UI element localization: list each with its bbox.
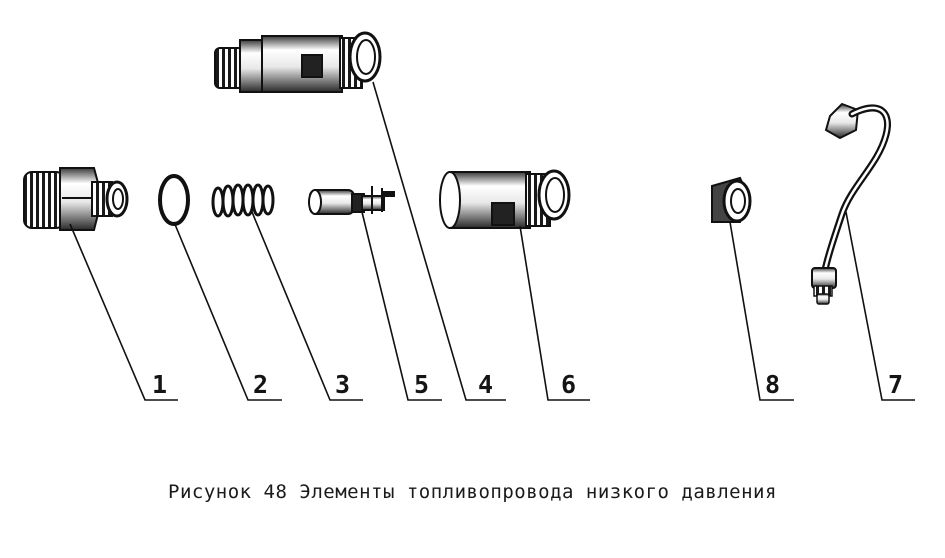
leader-2 — [173, 221, 282, 401]
leader-6 — [519, 225, 590, 401]
part-1-fitting — [23, 167, 129, 231]
part-3-spring — [211, 183, 275, 218]
leader-1 — [69, 223, 178, 401]
callout-6: 6 — [561, 370, 577, 399]
part-4-long-sleeve — [214, 31, 382, 93]
callout-4: 4 — [478, 370, 494, 399]
part-8-nut — [711, 176, 752, 223]
callout-1: 1 — [152, 370, 168, 399]
leader-5 — [361, 211, 442, 401]
callout-7: 7 — [888, 370, 904, 399]
figure-caption: Рисунок 48 Элементы топливопровода низко… — [168, 481, 777, 503]
leader-3 — [251, 211, 363, 401]
callout-8: 8 — [765, 370, 781, 399]
leader-8 — [729, 221, 794, 401]
part-6-short-sleeve — [439, 169, 571, 229]
part-7-fuel-tube — [811, 102, 891, 305]
leader-lines — [69, 81, 915, 401]
part-2-o-ring — [158, 174, 190, 226]
leader-4 — [372, 81, 506, 401]
callout-5: 5 — [414, 370, 430, 399]
leader-7 — [845, 211, 915, 401]
callout-2: 2 — [253, 370, 269, 399]
part-5-valve — [308, 186, 395, 215]
callout-3: 3 — [335, 370, 351, 399]
